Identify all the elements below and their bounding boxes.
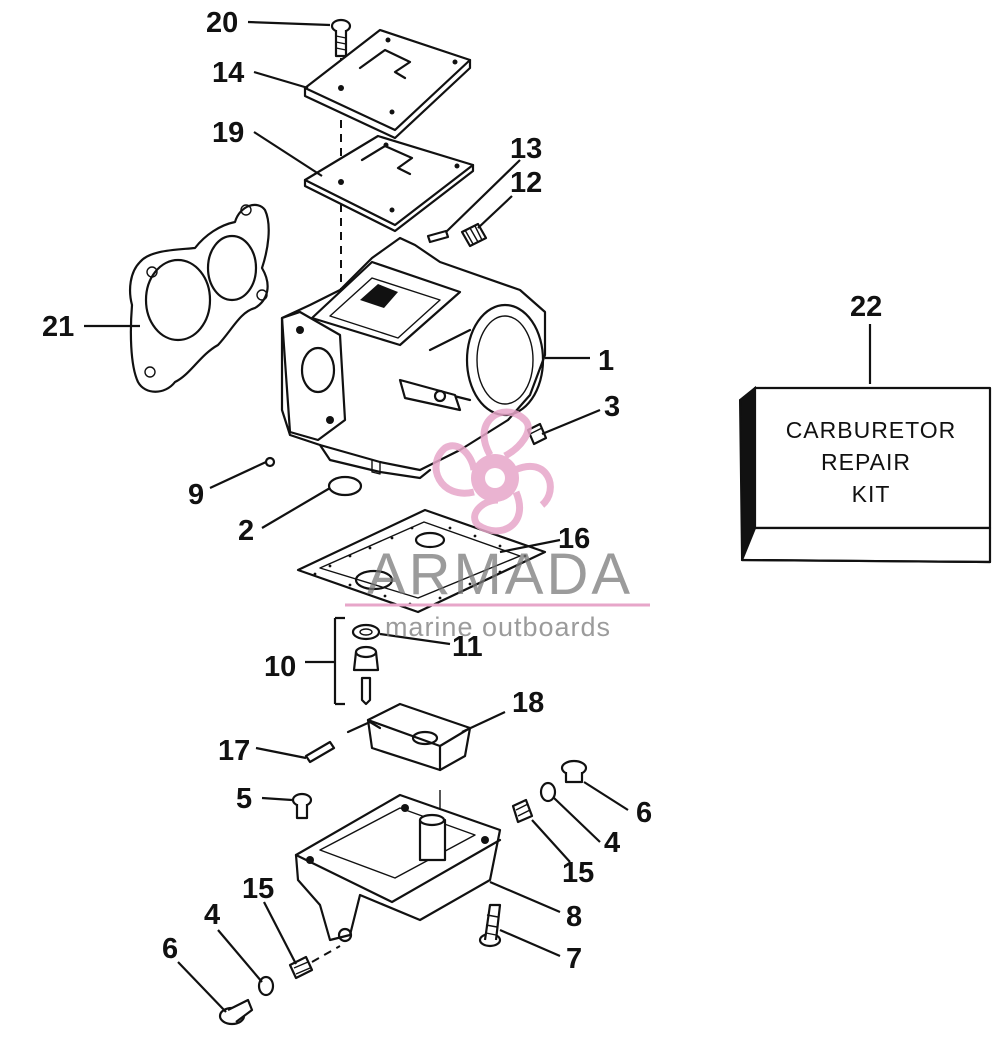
leader-lines — [84, 20, 872, 1013]
callout-20: 20 — [206, 7, 238, 39]
part-17-pin — [304, 740, 336, 764]
callout-21: 21 — [42, 311, 74, 343]
callout-14: 14 — [212, 57, 244, 89]
part-12-jet — [460, 222, 488, 248]
bracket-10 — [305, 616, 345, 706]
part-11-washer — [351, 623, 381, 641]
part-13-pin — [426, 229, 450, 244]
callout-4b: 4 — [204, 899, 220, 931]
callout-9: 9 — [188, 479, 204, 511]
part-2-plug — [327, 475, 363, 497]
callout-6a: 6 — [636, 797, 652, 829]
callout-10: 10 — [264, 651, 296, 683]
part-9-check-ball — [264, 456, 276, 468]
kit-box-text: CARBURETOR REPAIR KIT — [786, 417, 957, 507]
callout-3: 3 — [604, 391, 620, 423]
part-5-screw — [291, 792, 313, 820]
watermark-brand: ARMADA — [367, 542, 633, 607]
part-19-gasket — [303, 134, 475, 233]
assembly-line-15 — [311, 945, 341, 963]
part-8-float-bowl — [294, 790, 502, 943]
part-1-carburetor-body — [280, 236, 547, 480]
callout-8: 8 — [566, 901, 582, 933]
watermark-tagline: marine outboards — [385, 612, 611, 642]
callout-13: 13 — [510, 133, 542, 165]
kit-line-2: REPAIR — [821, 449, 911, 475]
callout-5: 5 — [236, 783, 252, 815]
callout-1: 1 — [598, 345, 614, 377]
callout-6b: 6 — [162, 933, 178, 965]
callout-15b: 15 — [242, 873, 274, 905]
callout-18: 18 — [512, 687, 544, 719]
part-3-jet — [526, 422, 548, 446]
part-6-plug-upper — [560, 759, 588, 784]
part-4-washer-upper — [539, 781, 557, 803]
callout-11: 11 — [452, 631, 483, 663]
callout-16: 16 — [558, 523, 590, 555]
part-10-needle-seat — [352, 645, 380, 706]
part-15-jet-lower — [288, 955, 314, 980]
part-21-intake-gasket — [129, 203, 270, 393]
callout-19: 19 — [212, 117, 244, 149]
part-15-jet-upper — [511, 798, 534, 824]
callout-15a: 15 — [562, 857, 594, 889]
kit-line-3: KIT — [852, 481, 891, 507]
part-20-screw — [330, 18, 352, 58]
part-7-bolt — [478, 903, 502, 948]
callout-4a: 4 — [604, 827, 620, 859]
callout-17: 17 — [218, 735, 250, 767]
kit-line-1: CARBURETOR — [786, 417, 957, 443]
part-22-repair-kit-box — [738, 385, 992, 564]
armada-watermark: ARMADA marine outboards — [345, 408, 650, 642]
part-18-float — [346, 702, 472, 772]
callout-22: 22 — [850, 291, 882, 323]
callout-labels: 20 14 19 13 12 21 1 3 9 2 16 10 11 18 17… — [42, 7, 882, 975]
callout-12: 12 — [510, 167, 542, 199]
propeller-logo — [432, 408, 554, 535]
callout-7: 7 — [566, 943, 582, 975]
part-14-cover-plate — [303, 28, 472, 140]
part-16-bowl-gasket — [296, 508, 547, 614]
callout-2: 2 — [238, 515, 254, 547]
